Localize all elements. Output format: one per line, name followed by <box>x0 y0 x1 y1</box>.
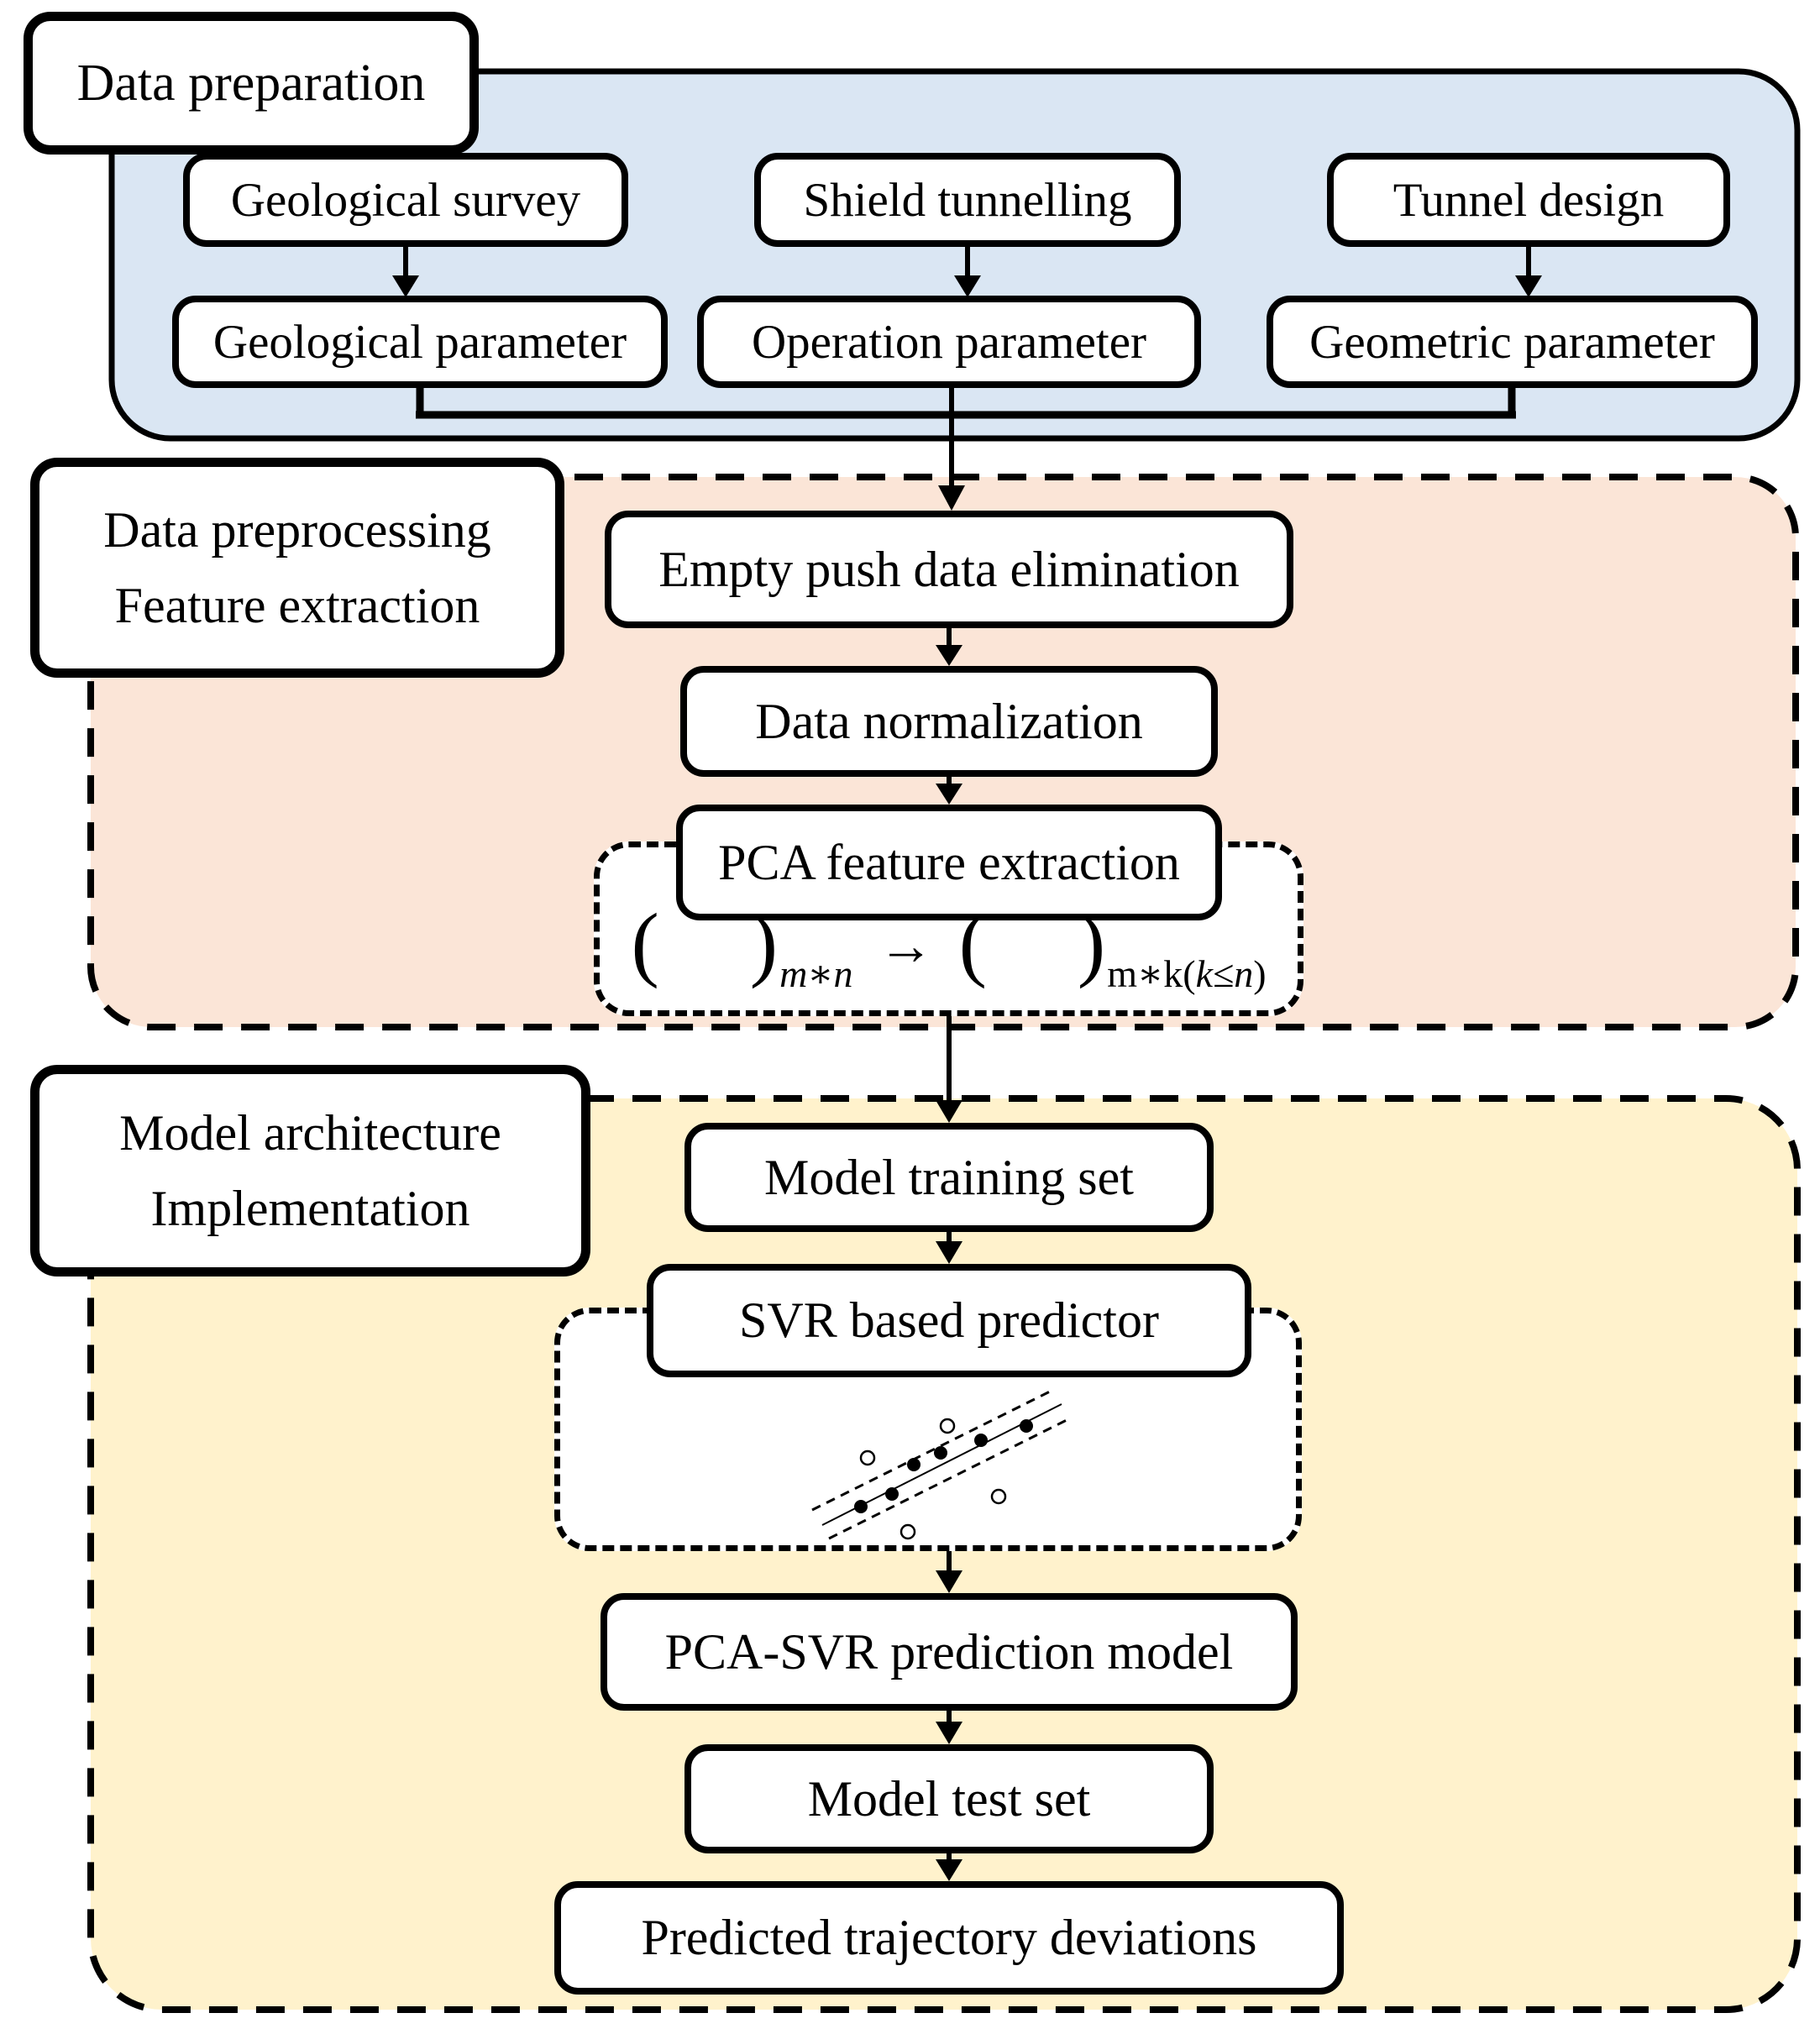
open-paren: ( <box>631 896 659 989</box>
node-text: PCA-SVR prediction model <box>664 1623 1234 1680</box>
node-text: Operation parameter <box>752 315 1146 369</box>
node-data-normalization: Data normalization <box>680 666 1218 777</box>
label-line1: Model architecture <box>119 1105 501 1161</box>
node-empty-push-elimination: Empty push data elimination <box>605 511 1293 628</box>
panel-model-architecture <box>87 1095 1801 2013</box>
node-model-training-set: Model training set <box>684 1123 1214 1232</box>
section-label-data-preparation: Data preparation <box>24 12 479 155</box>
support-vector-dots <box>854 1419 1033 1513</box>
source-to-parameter-arrows <box>392 247 1542 297</box>
node-model-test-set: Model test set <box>684 1744 1214 1853</box>
node-text: PCA feature extraction <box>718 834 1180 890</box>
node-text: Data normalization <box>755 693 1143 749</box>
subscript-m-k: m∗k(k≤n) <box>1107 951 1266 996</box>
node-text: Tunnel design <box>1393 173 1665 227</box>
label-text: Data preparation <box>76 54 426 112</box>
subscript-m-n: m∗n <box>779 952 853 995</box>
node-text: Empty push data elimination <box>658 541 1240 597</box>
node-text: Geometric parameter <box>1309 315 1715 369</box>
label-line2: Feature extraction <box>114 578 480 633</box>
node-text: Geological parameter <box>212 315 627 369</box>
node-operation-parameter: Operation parameter <box>697 296 1201 388</box>
outlier-circles <box>859 1418 1007 1540</box>
node-tunnel-design: Tunnel design <box>1327 153 1730 247</box>
parameter-merge-connector <box>416 388 1516 511</box>
node-geological-parameter: Geological parameter <box>172 296 668 388</box>
subscript-suffix: ) <box>1253 952 1267 995</box>
label-line2: Implementation <box>150 1181 470 1236</box>
node-text: SVR based predictor <box>739 1292 1159 1348</box>
node-pca-svr-prediction-model: PCA-SVR prediction model <box>601 1593 1298 1711</box>
node-svr-based-predictor: SVR based predictor <box>647 1264 1251 1377</box>
maps-to-arrow-icon: → <box>878 915 934 977</box>
node-text: Predicted trajectory deviations <box>641 1910 1257 1965</box>
node-predicted-trajectory-deviations: Predicted trajectory deviations <box>554 1881 1344 1995</box>
svr-margin-lines <box>811 1389 1069 1540</box>
node-text: Geological survey <box>230 173 581 227</box>
section-label-model-architecture: Model architecture Implementation <box>30 1065 590 1276</box>
node-shield-tunnelling: Shield tunnelling <box>754 153 1181 247</box>
node-geometric-parameter: Geometric parameter <box>1267 296 1758 388</box>
node-pca-feature-extraction: PCA feature extraction <box>676 805 1222 920</box>
node-text: Shield tunnelling <box>803 173 1132 227</box>
node-text: Model training set <box>764 1149 1134 1205</box>
label-line1: Data preprocessing <box>103 502 491 558</box>
subscript-prefix: m∗k( <box>1107 952 1196 995</box>
svr-margin-scatter-plot <box>811 1389 1069 1540</box>
node-geological-survey: Geological survey <box>183 153 628 247</box>
flow-arrows <box>936 628 962 1881</box>
node-text: Model test set <box>807 1770 1091 1827</box>
subscript-condition: k≤n <box>1195 952 1254 995</box>
section-label-data-preprocessing: Data preprocessing Feature extraction <box>30 458 564 678</box>
